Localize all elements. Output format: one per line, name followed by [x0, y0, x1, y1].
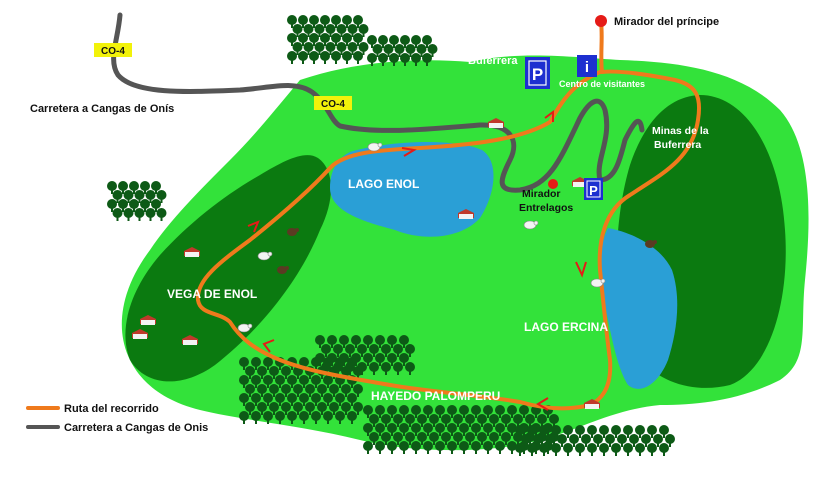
tree-icon [423, 441, 433, 454]
tree-icon [587, 443, 597, 456]
mirador-entrelagos-label: Mirador [522, 188, 561, 200]
tree-icon [575, 443, 585, 456]
tree-icon [551, 443, 561, 456]
lago-ercina-label: LAGO ERCINA [524, 320, 608, 334]
route-arrow [247, 220, 260, 233]
tree-icon [145, 208, 156, 221]
road-carretera [111, 12, 645, 193]
mirador-principe-label: Mirador del príncipe [614, 16, 719, 28]
road-sign-co4-top: CO-4 [94, 43, 132, 57]
tree-icon [387, 441, 397, 454]
aparcamiento-label: Aparcamiento [468, 42, 542, 54]
route-arrow [575, 261, 587, 278]
tree-icon [659, 443, 669, 456]
tree-icon [287, 51, 297, 64]
tree-icon [375, 441, 385, 454]
tree-icon [435, 441, 445, 454]
tree-icon [483, 441, 493, 454]
viewpoint-icon[interactable] [595, 15, 607, 27]
tree-icon [320, 51, 330, 64]
tree-icon [515, 443, 525, 456]
viewpoint-icon[interactable] [548, 179, 558, 189]
tree-icon [459, 441, 469, 454]
centro-visitantes-label: Centro de visitantes [559, 79, 645, 89]
road-sign-label: CO-4 [321, 99, 345, 110]
hayedo-palomperu-label: HAYEDO PALOMPERU [371, 389, 500, 403]
tree-icon [239, 411, 249, 424]
tree-icon [623, 443, 633, 456]
tree-icon [599, 443, 609, 456]
tree-icon [363, 441, 373, 454]
tree-icon [527, 443, 537, 456]
svg-text:i: i [585, 59, 589, 76]
road-sign-co4-bottom: CO-4 [314, 96, 352, 110]
route-arrow [401, 147, 417, 157]
route-recorrido [195, 20, 701, 411]
carretera-label: Carretera a Cangas de Onís [30, 103, 174, 115]
tree-icon [112, 208, 123, 221]
tree-icon [251, 411, 261, 424]
tree-icon [298, 51, 308, 64]
tree-icon [342, 51, 352, 64]
road-sign-label: CO-4 [101, 46, 125, 57]
vega-de-enol-label: VEGA DE ENOL [167, 287, 257, 301]
legend-item-label: Carretera a Cangas de Onis [64, 422, 208, 434]
map-legend: Ruta del recorrido Carretera a Cangas de… [26, 403, 208, 434]
parking-icon[interactable]: P [525, 57, 550, 89]
tree-icon [134, 208, 145, 221]
svg-text:P: P [532, 65, 543, 84]
minas-label: Buferrera [654, 139, 701, 151]
tree-icon [156, 208, 167, 221]
legend-item-label: Ruta del recorrido [64, 403, 159, 415]
lago-enol-lake [330, 141, 494, 237]
tree-icon [123, 208, 134, 221]
tree-icon [471, 441, 481, 454]
parking-icon[interactable]: P [584, 178, 603, 200]
aparcamiento-label: Buferrera [468, 55, 518, 67]
tree-icon [399, 441, 409, 454]
tree-icon [539, 443, 549, 456]
tree-icon [635, 443, 645, 456]
route-arrow [536, 397, 549, 411]
mirador-entrelagos-label: Entrelagos [519, 202, 573, 214]
tree-icon [331, 51, 341, 64]
tree-icon [495, 441, 505, 454]
tree-icon [353, 51, 363, 64]
lago-ercina-lake [601, 228, 678, 389]
info-icon[interactable]: i [577, 55, 597, 77]
tree-icon [447, 441, 457, 454]
vega-de-enol-zone [125, 155, 332, 382]
tree-icon [411, 441, 421, 454]
svg-text:P: P [589, 183, 598, 198]
tree-icon [309, 51, 319, 64]
tree-icon [563, 443, 573, 456]
route-arrow [544, 110, 554, 122]
route-arrow [262, 339, 275, 353]
tree-icon [611, 443, 621, 456]
lago-enol-label: LAGO ENOL [348, 177, 419, 191]
tree-icon [647, 443, 657, 456]
minas-label: Minas de la [652, 125, 709, 137]
